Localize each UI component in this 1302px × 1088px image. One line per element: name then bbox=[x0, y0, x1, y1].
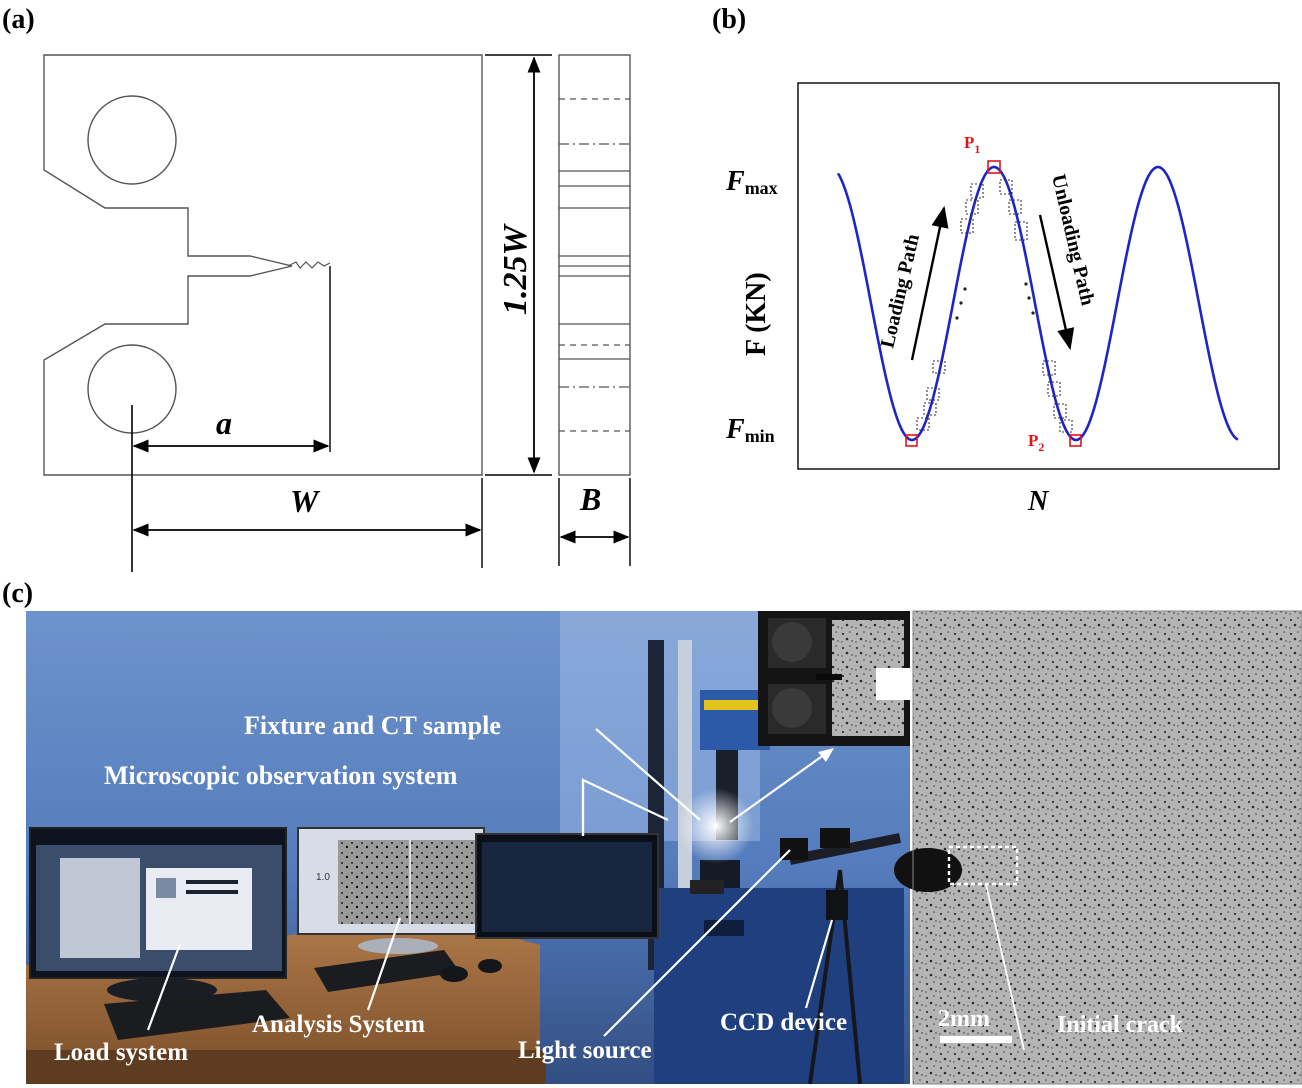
p2-label: P2 bbox=[1028, 431, 1044, 454]
light-source-label: Light source bbox=[518, 1037, 652, 1064]
ct-specimen-outline bbox=[43, 54, 483, 476]
fmin-label: Fmin bbox=[725, 414, 775, 446]
pointer-lines bbox=[146, 728, 834, 1037]
load-system-label: Load system bbox=[54, 1039, 188, 1066]
crack-tip bbox=[287, 261, 331, 269]
dim-height-label: 1.25W bbox=[497, 223, 534, 316]
fixture-inset bbox=[758, 611, 910, 746]
side-view bbox=[558, 54, 631, 476]
scale-bar-label: 2mm bbox=[938, 1006, 990, 1032]
dim-w-label: W bbox=[290, 483, 321, 519]
crack-tip-box bbox=[947, 845, 1019, 886]
analysis-system-label: Analysis System bbox=[252, 1011, 425, 1038]
dim-a-label: a bbox=[216, 405, 232, 441]
panel-a: (a) a W 1.25W bbox=[2, 4, 631, 572]
x-axis-label: N bbox=[1027, 486, 1050, 517]
cyclic-load-curve bbox=[836, 165, 1239, 442]
panel-c: (c) bbox=[2, 578, 1302, 1085]
loading-path-arrow bbox=[910, 205, 949, 361]
dim-b-label: B bbox=[579, 481, 601, 517]
scale-bar bbox=[940, 1036, 1012, 1043]
panel-b-label: (b) bbox=[712, 4, 746, 35]
upper-pin-hole bbox=[87, 95, 177, 185]
initial-crack-label: Initial crack bbox=[1057, 1012, 1184, 1038]
panel-b: (b) P1 P2 bbox=[712, 4, 1280, 517]
panel-c-label: (c) bbox=[2, 578, 33, 609]
fmin-left-marker bbox=[905, 434, 918, 447]
p1-marker bbox=[987, 160, 1001, 174]
monitor-2-text: 1.0 bbox=[316, 872, 330, 883]
p1-label: P1 bbox=[964, 133, 980, 156]
pointer-arrowhead bbox=[818, 748, 834, 762]
initial-crack-leader bbox=[985, 883, 1025, 1051]
path-sample-boxes bbox=[916, 179, 1073, 433]
photo-labels: Fixture and CT sample Microscopic observ… bbox=[54, 711, 847, 1066]
plot-frame bbox=[797, 82, 1280, 470]
p2-marker bbox=[1069, 434, 1082, 447]
panel-a-label: (a) bbox=[2, 4, 35, 35]
fixture-label: Fixture and CT sample bbox=[244, 711, 501, 740]
ellipsis-dots bbox=[955, 282, 1035, 320]
unloading-path-arrow bbox=[1038, 214, 1075, 351]
y-axis-label: F (KN) bbox=[741, 272, 772, 356]
fmax-label: Fmax bbox=[725, 166, 778, 198]
side-view-hidden-lines bbox=[559, 98, 630, 432]
lab-photo: 1.0 bbox=[26, 611, 910, 1085]
ccd-device-label: CCD device bbox=[720, 1009, 847, 1036]
microscopic-label: Microscopic observation system bbox=[104, 761, 458, 790]
